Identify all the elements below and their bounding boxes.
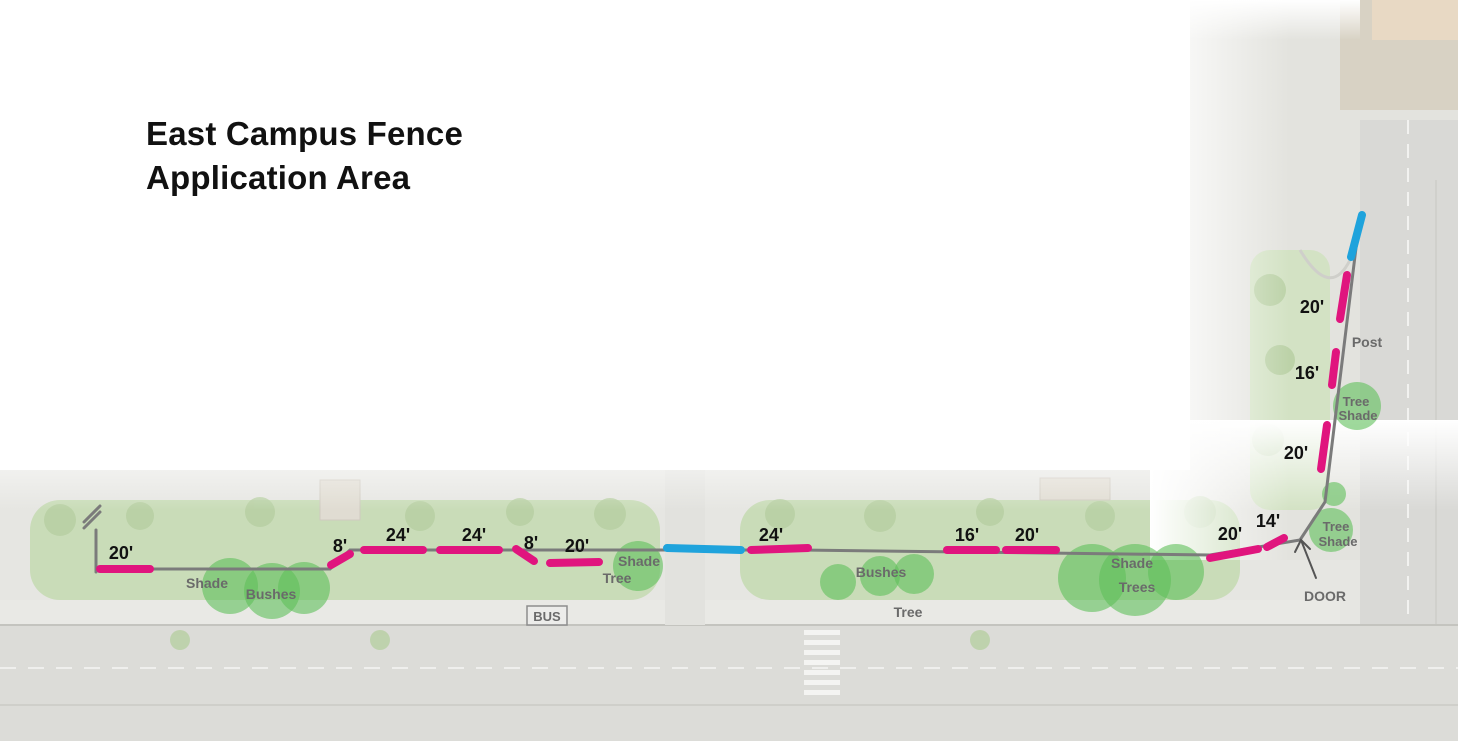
bushes-label: Bushes xyxy=(246,586,297,602)
bush-canopy xyxy=(820,564,856,600)
fence-length-label: 24' xyxy=(386,525,410,545)
fence-segment xyxy=(512,545,538,565)
fence-length-label: 20' xyxy=(1015,525,1039,545)
tree-label: Tree xyxy=(894,604,923,620)
fence-length-label: 14' xyxy=(1256,511,1280,531)
shade-label: Shade xyxy=(186,575,228,591)
fence-segment xyxy=(1263,534,1288,551)
fence-length-label: 8' xyxy=(524,533,538,553)
fence-segment xyxy=(747,544,812,554)
map-title: East Campus Fence Application Area xyxy=(146,112,463,200)
tree-shade-canopy xyxy=(1309,508,1353,552)
fence-length-label: 20' xyxy=(109,543,133,563)
bus-label: BUS xyxy=(533,609,561,624)
fence-length-label: 16' xyxy=(955,525,979,545)
fence-length-label: 20' xyxy=(1300,297,1324,317)
shade-bush-canopy xyxy=(202,558,258,614)
shade-tree-label: Shade xyxy=(618,553,660,569)
fence-length-label: 16' xyxy=(1295,363,1319,383)
fence-segment xyxy=(1206,545,1262,562)
fence-length-label: 20' xyxy=(1284,443,1308,463)
gate-segments xyxy=(663,211,1366,554)
tree-shade-label: Shade xyxy=(1338,408,1377,423)
fence-segment xyxy=(1336,271,1351,323)
tree-shade-label: Shade xyxy=(1318,534,1357,549)
fence-segment xyxy=(1328,348,1340,389)
shade-bush-canopy xyxy=(278,562,330,614)
map-title-line-2: Application Area xyxy=(146,159,411,196)
shade-tree-canopy xyxy=(613,541,663,591)
fence-segment xyxy=(546,558,603,567)
gate-segment xyxy=(1347,211,1366,261)
proposed-fence-segments xyxy=(96,271,1351,573)
bush-canopy xyxy=(860,556,900,596)
map-title-line-1: East Campus Fence xyxy=(146,115,464,152)
tree-shade-label: Tree xyxy=(1343,394,1370,409)
shade-trees-label: Trees xyxy=(1119,579,1156,595)
fence-length-label: 20' xyxy=(1218,524,1242,544)
fence-segment xyxy=(327,550,354,569)
shade-trees-label: Shade xyxy=(1111,555,1153,571)
bus-stop-box xyxy=(526,605,568,626)
fence-length-label: 24' xyxy=(759,525,783,545)
fence-segment xyxy=(1317,421,1331,473)
post-label: Post xyxy=(1352,334,1383,350)
bushes-label: Bushes xyxy=(856,564,907,580)
shade-tree-label: Tree xyxy=(603,570,632,586)
gate-segment xyxy=(663,544,745,554)
fence-length-label: 20' xyxy=(565,536,589,556)
tree-shade-canopy xyxy=(1333,382,1381,430)
door-arrow-head xyxy=(1294,538,1311,553)
shade-tree-canopy xyxy=(1148,544,1204,600)
door-arrow xyxy=(1300,539,1317,579)
vegetation-overlays xyxy=(202,382,1381,619)
fence-length-label: 24' xyxy=(462,525,486,545)
bush-canopy xyxy=(894,554,934,594)
door-label: DOOR xyxy=(1304,588,1346,604)
fence-length-label: 8' xyxy=(333,536,347,556)
tree-shade-label: Tree xyxy=(1323,519,1350,534)
